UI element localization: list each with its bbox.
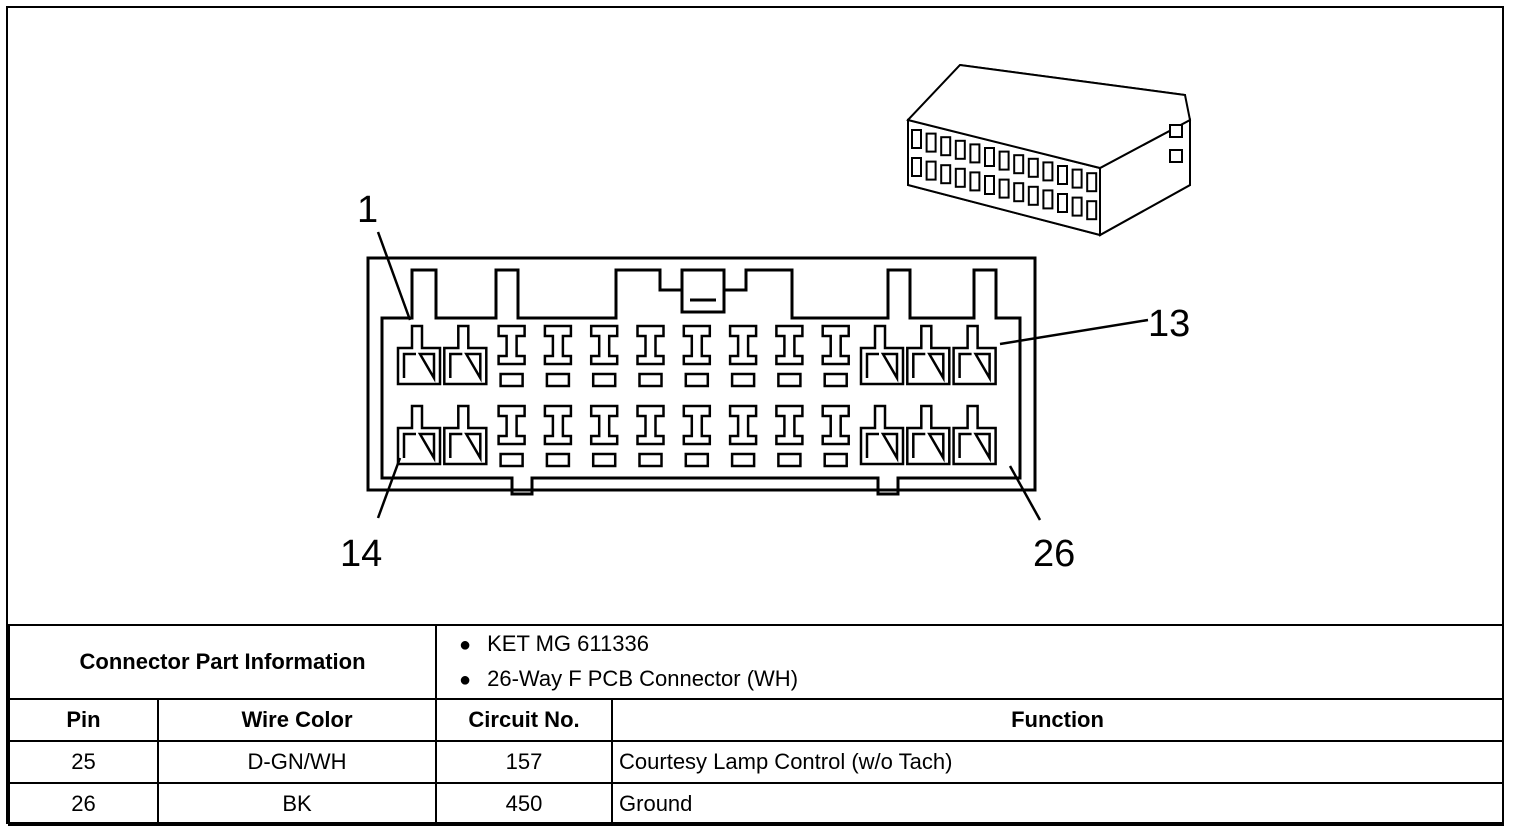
cell-wire-color: BK (156, 782, 438, 826)
pin-cavity (443, 324, 488, 386)
iso-cavity (969, 143, 981, 164)
cell-pin: 26 (8, 782, 159, 826)
iso-cavity (1013, 182, 1025, 203)
pin-leaders (376, 231, 1149, 521)
cell-pin: 25 (8, 740, 159, 784)
iso-cavity (954, 167, 966, 188)
pin-cavity (859, 324, 905, 386)
cell-function: Ground (611, 782, 1504, 826)
iso-cavity (940, 136, 952, 157)
header-pin: Pin (8, 698, 159, 742)
pin-label-26: 26 (1033, 533, 1075, 575)
table-row: 26 BK 450 Ground (8, 782, 1504, 826)
connector-diagram: 1 13 14 26 (340, 63, 1192, 575)
pin-cavity (497, 404, 526, 468)
pin-cavity (543, 404, 573, 468)
iso-cavity (1071, 196, 1083, 217)
pin-cavity (906, 324, 951, 386)
pin-cavity (682, 324, 712, 388)
iso-cavity (1042, 161, 1054, 182)
pin-array (396, 324, 997, 468)
iso-cavity (911, 129, 922, 149)
pin-cavity (543, 324, 573, 388)
pin-cavity (952, 404, 997, 466)
iso-cavity (998, 178, 1010, 199)
iso-cavity (940, 164, 952, 185)
iso-cavity (954, 139, 966, 160)
iso-cavity (969, 171, 981, 192)
iso-cavity (1057, 165, 1068, 185)
pin-label-14: 14 (340, 533, 382, 575)
pin-cavity (682, 404, 712, 468)
iso-cavity (1057, 193, 1068, 213)
iso-cavity (1027, 185, 1039, 206)
cell-wire-color: D-GN/WH (156, 740, 438, 784)
pin-cavity (728, 404, 758, 468)
table-row: 25 D-GN/WH 157 Courtesy Lamp Control (w/… (8, 740, 1504, 784)
pin-cavity (859, 404, 905, 466)
iso-cavity (1042, 189, 1054, 210)
cell-function: Courtesy Lamp Control (w/o Tach) (611, 740, 1504, 784)
part-info-list: KET MG 611336 26-Way F PCB Connector (WH… (443, 627, 1496, 697)
part-info-item: KET MG 611336 (459, 627, 1496, 662)
pin-cavity (775, 324, 804, 388)
pin-cavity (497, 324, 526, 388)
table-header-row: Pin Wire Color Circuit No. Function (8, 698, 1504, 742)
pin-cavity (636, 404, 665, 468)
pin-cavity (775, 404, 804, 468)
pin-cavity (396, 324, 442, 386)
connector-3d-icon (906, 63, 1192, 237)
part-info-item: 26-Way F PCB Connector (WH) (459, 662, 1496, 697)
iso-cavity (998, 150, 1010, 171)
iso-cavity (911, 157, 922, 177)
pin-cavity (636, 324, 665, 388)
pin-cavity (821, 324, 850, 388)
cell-circuit: 157 (435, 740, 614, 784)
iso-cavity (984, 175, 995, 195)
iso-cavity (1086, 172, 1098, 193)
header-circuit: Circuit No. (435, 698, 614, 742)
iso-cavity (1086, 200, 1098, 221)
pin-cavity (821, 404, 850, 468)
pin-cavity (728, 324, 758, 388)
iso-cavity (1071, 168, 1083, 189)
part-info-list-cell: KET MG 611336 26-Way F PCB Connector (WH… (435, 624, 1504, 700)
pin-label-13: 13 (1148, 303, 1190, 345)
iso-cavity (925, 132, 937, 153)
cell-circuit: 450 (435, 782, 614, 826)
pin-label-1: 1 (357, 189, 378, 231)
pin-cavity (952, 324, 997, 386)
iso-cavity (984, 147, 995, 167)
pin-cavity (589, 404, 619, 468)
pin-cavity (443, 404, 488, 466)
header-function: Function (611, 698, 1504, 742)
header-wire-color: Wire Color (156, 698, 438, 742)
connector-info-table: Connector Part Information KET MG 611336… (7, 624, 1504, 826)
pin-cavity (906, 404, 951, 466)
part-info-label: Connector Part Information (7, 624, 438, 700)
iso-cavity (925, 160, 937, 181)
connector-face (366, 256, 1037, 496)
iso-cavity (1013, 154, 1025, 175)
iso-cavity (1027, 157, 1039, 178)
part-info-row: Connector Part Information KET MG 611336… (7, 624, 1504, 700)
pin-cavity (589, 324, 619, 388)
pin-cavity (396, 404, 442, 466)
